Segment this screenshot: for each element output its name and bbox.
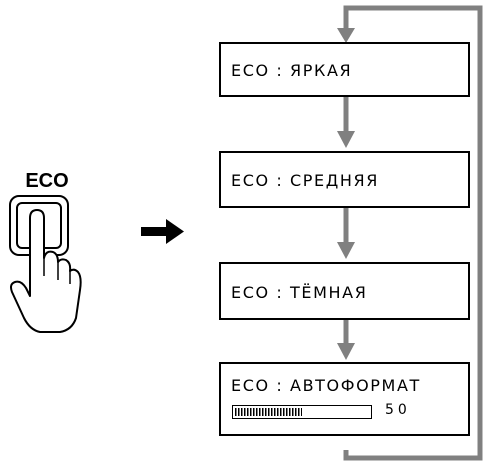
menu-eco-medium-text: ECO : СРЕДНЯЯ (231, 171, 379, 190)
level-gauge-fill (235, 408, 302, 416)
flow-arrow-3 (337, 320, 355, 360)
menu-eco-dark: ECO : ТЁМНАЯ (219, 262, 470, 320)
flow-arrow-1 (337, 97, 355, 148)
menu-eco-bright-text: ECO : ЯРКАЯ (231, 61, 353, 80)
level-value: 50 (385, 402, 411, 418)
finger-press-icon (10, 209, 82, 333)
menu-eco-auto: ECO : АВТОФОРМАТ 50 (219, 362, 470, 436)
menu-eco-auto-text: ECO : АВТОФОРМАТ (231, 376, 421, 395)
loop-connector-top (343, 5, 483, 461)
menu-eco-medium: ECO : СРЕДНЯЯ (219, 151, 470, 208)
level-gauge (232, 405, 372, 419)
right-arrow-icon (141, 219, 184, 244)
menu-eco-dark-text: ECO : ТЁМНАЯ (231, 283, 368, 302)
eco-button-label: ECO (25, 170, 69, 192)
flow-arrow-top (337, 28, 355, 43)
menu-eco-bright: ECO : ЯРКАЯ (219, 42, 470, 97)
flow-arrow-2 (337, 208, 355, 259)
